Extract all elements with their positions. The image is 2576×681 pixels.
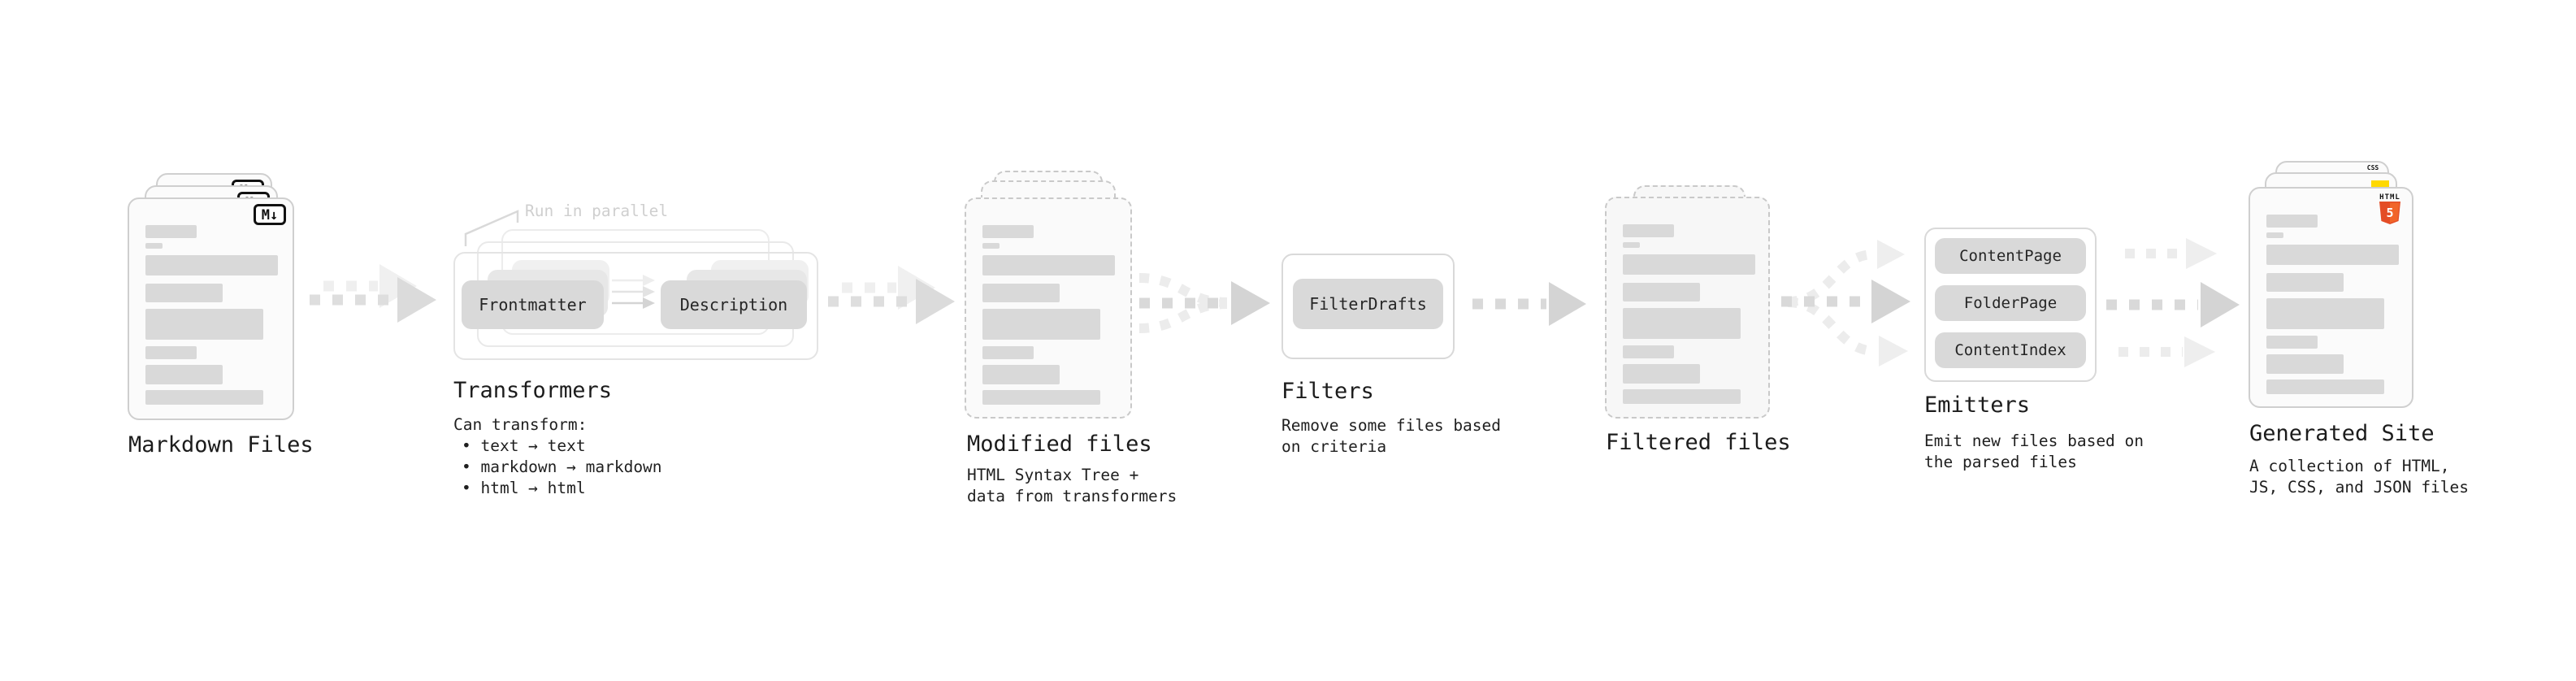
placeholder-bar (2266, 298, 2384, 329)
modified-file-card-front (965, 197, 1132, 419)
js-file-icon (2371, 180, 2389, 189)
caption-line: on criteria (1281, 437, 1387, 456)
file-content-placeholder (2266, 215, 2405, 394)
description-pill: Description (661, 280, 807, 329)
placeholder-bar (2266, 354, 2344, 374)
transformers-caption: Can transform: • text → text • markdown … (453, 414, 662, 499)
markdown-files-label: Markdown Files (128, 432, 314, 458)
contentindex-pill: ContentIndex (1935, 332, 2086, 368)
caption-line: Can transform: (453, 415, 588, 434)
caption-line: data from transformers (967, 487, 1177, 505)
placeholder-bar (1623, 254, 1755, 275)
placeholder-bar (982, 225, 1034, 238)
placeholder-bar (982, 309, 1100, 340)
arrow-markdown-to-transformers (310, 264, 436, 323)
placeholder-bar (145, 346, 197, 359)
modified-files-caption: HTML Syntax Tree + data from transformer… (967, 465, 1177, 507)
file-content-placeholder (145, 225, 284, 405)
caption-line: Emit new files based on (1924, 432, 2144, 450)
placeholder-bar (145, 255, 278, 275)
emitters-caption: Emit new files based on the parsed files (1924, 431, 2144, 473)
generated-site-label: Generated Site (2249, 421, 2435, 446)
html5-icon: HTML 5 (2377, 193, 2403, 229)
filtered-files-label: Filtered files (1606, 430, 1791, 455)
placeholder-bar (982, 243, 1000, 249)
caption-line: the parsed files (1924, 453, 2077, 471)
caption-line: • text → text (462, 436, 586, 455)
placeholder-bar (145, 390, 263, 405)
html5-shield: 5 (2379, 202, 2400, 224)
placeholder-bar (982, 255, 1115, 275)
placeholder-bar (2266, 380, 2384, 394)
caption-line: Remove some files based (1281, 416, 1502, 435)
generated-site-caption: A collection of HTML, JS, CSS, and JSON … (2249, 456, 2469, 498)
filters-caption: Remove some files based on criteria (1281, 415, 1501, 458)
svg-text:5: 5 (2386, 206, 2393, 220)
caption-line: JS, CSS, and JSON files (2249, 478, 2470, 497)
placeholder-bar (982, 346, 1034, 359)
placeholder-bar (1623, 308, 1741, 339)
placeholder-bar (1623, 283, 1700, 301)
placeholder-bar (2266, 215, 2318, 228)
css-badge-label: CSS (2366, 164, 2379, 171)
frontmatter-pill: Frontmatter (462, 280, 604, 329)
transformers-title: Transformers (453, 378, 613, 403)
markdown-file-card-front: M↓ (128, 197, 294, 420)
transformer-box-front (453, 252, 818, 360)
folderpage-pill: FolderPage (1935, 285, 2086, 321)
placeholder-bar (2266, 245, 2399, 265)
caption-line: • html → html (462, 479, 586, 497)
placeholder-bar (1623, 242, 1640, 248)
contentpage-pill: ContentPage (1935, 238, 2086, 274)
arrow-filters-to-filtered (1472, 282, 1586, 326)
placeholder-bar (1623, 224, 1674, 237)
placeholder-bar (982, 390, 1100, 405)
arrow-merge-to-filters (1138, 273, 1270, 333)
placeholder-bar (145, 284, 223, 302)
placeholder-bar (145, 225, 197, 238)
filters-title: Filters (1281, 379, 1374, 404)
arrow-transformers-to-modified (828, 266, 955, 324)
placeholder-bar (982, 365, 1060, 384)
placeholder-bar (145, 365, 223, 384)
file-content-placeholder (982, 225, 1121, 405)
placeholder-bar (145, 309, 263, 340)
file-content-placeholder (1623, 224, 1761, 404)
run-in-parallel-callout-line (464, 210, 519, 246)
filterdrafts-pill: FilterDrafts (1293, 279, 1443, 329)
arrows-frontmatter-to-description (612, 275, 655, 309)
emitters-title: Emitters (1924, 393, 2031, 418)
caption-line: • markdown → markdown (462, 458, 662, 476)
placeholder-bar (145, 243, 163, 249)
html5-badge-label: HTML (2379, 193, 2400, 202)
run-in-parallel-note: Run in parallel (525, 202, 669, 220)
filtered-file-card-front (1605, 197, 1770, 419)
placeholder-bar (2266, 273, 2344, 292)
markdown-icon: M↓ (254, 204, 286, 225)
placeholder-bar (982, 284, 1060, 302)
generated-card-html: HTML 5 (2249, 187, 2413, 408)
arrows-emitters-to-generated (2106, 238, 2240, 367)
caption-line: HTML Syntax Tree + (967, 466, 1139, 484)
placeholder-bar (2266, 336, 2318, 349)
placeholder-bar (1623, 345, 1674, 358)
placeholder-bar (1623, 364, 1700, 384)
placeholder-bar (2266, 232, 2283, 238)
arrow-fork-to-emitters (1781, 240, 1910, 367)
modified-files-label: Modified files (967, 432, 1152, 457)
caption-line: A collection of HTML, (2249, 457, 2450, 475)
placeholder-bar (1623, 389, 1741, 404)
